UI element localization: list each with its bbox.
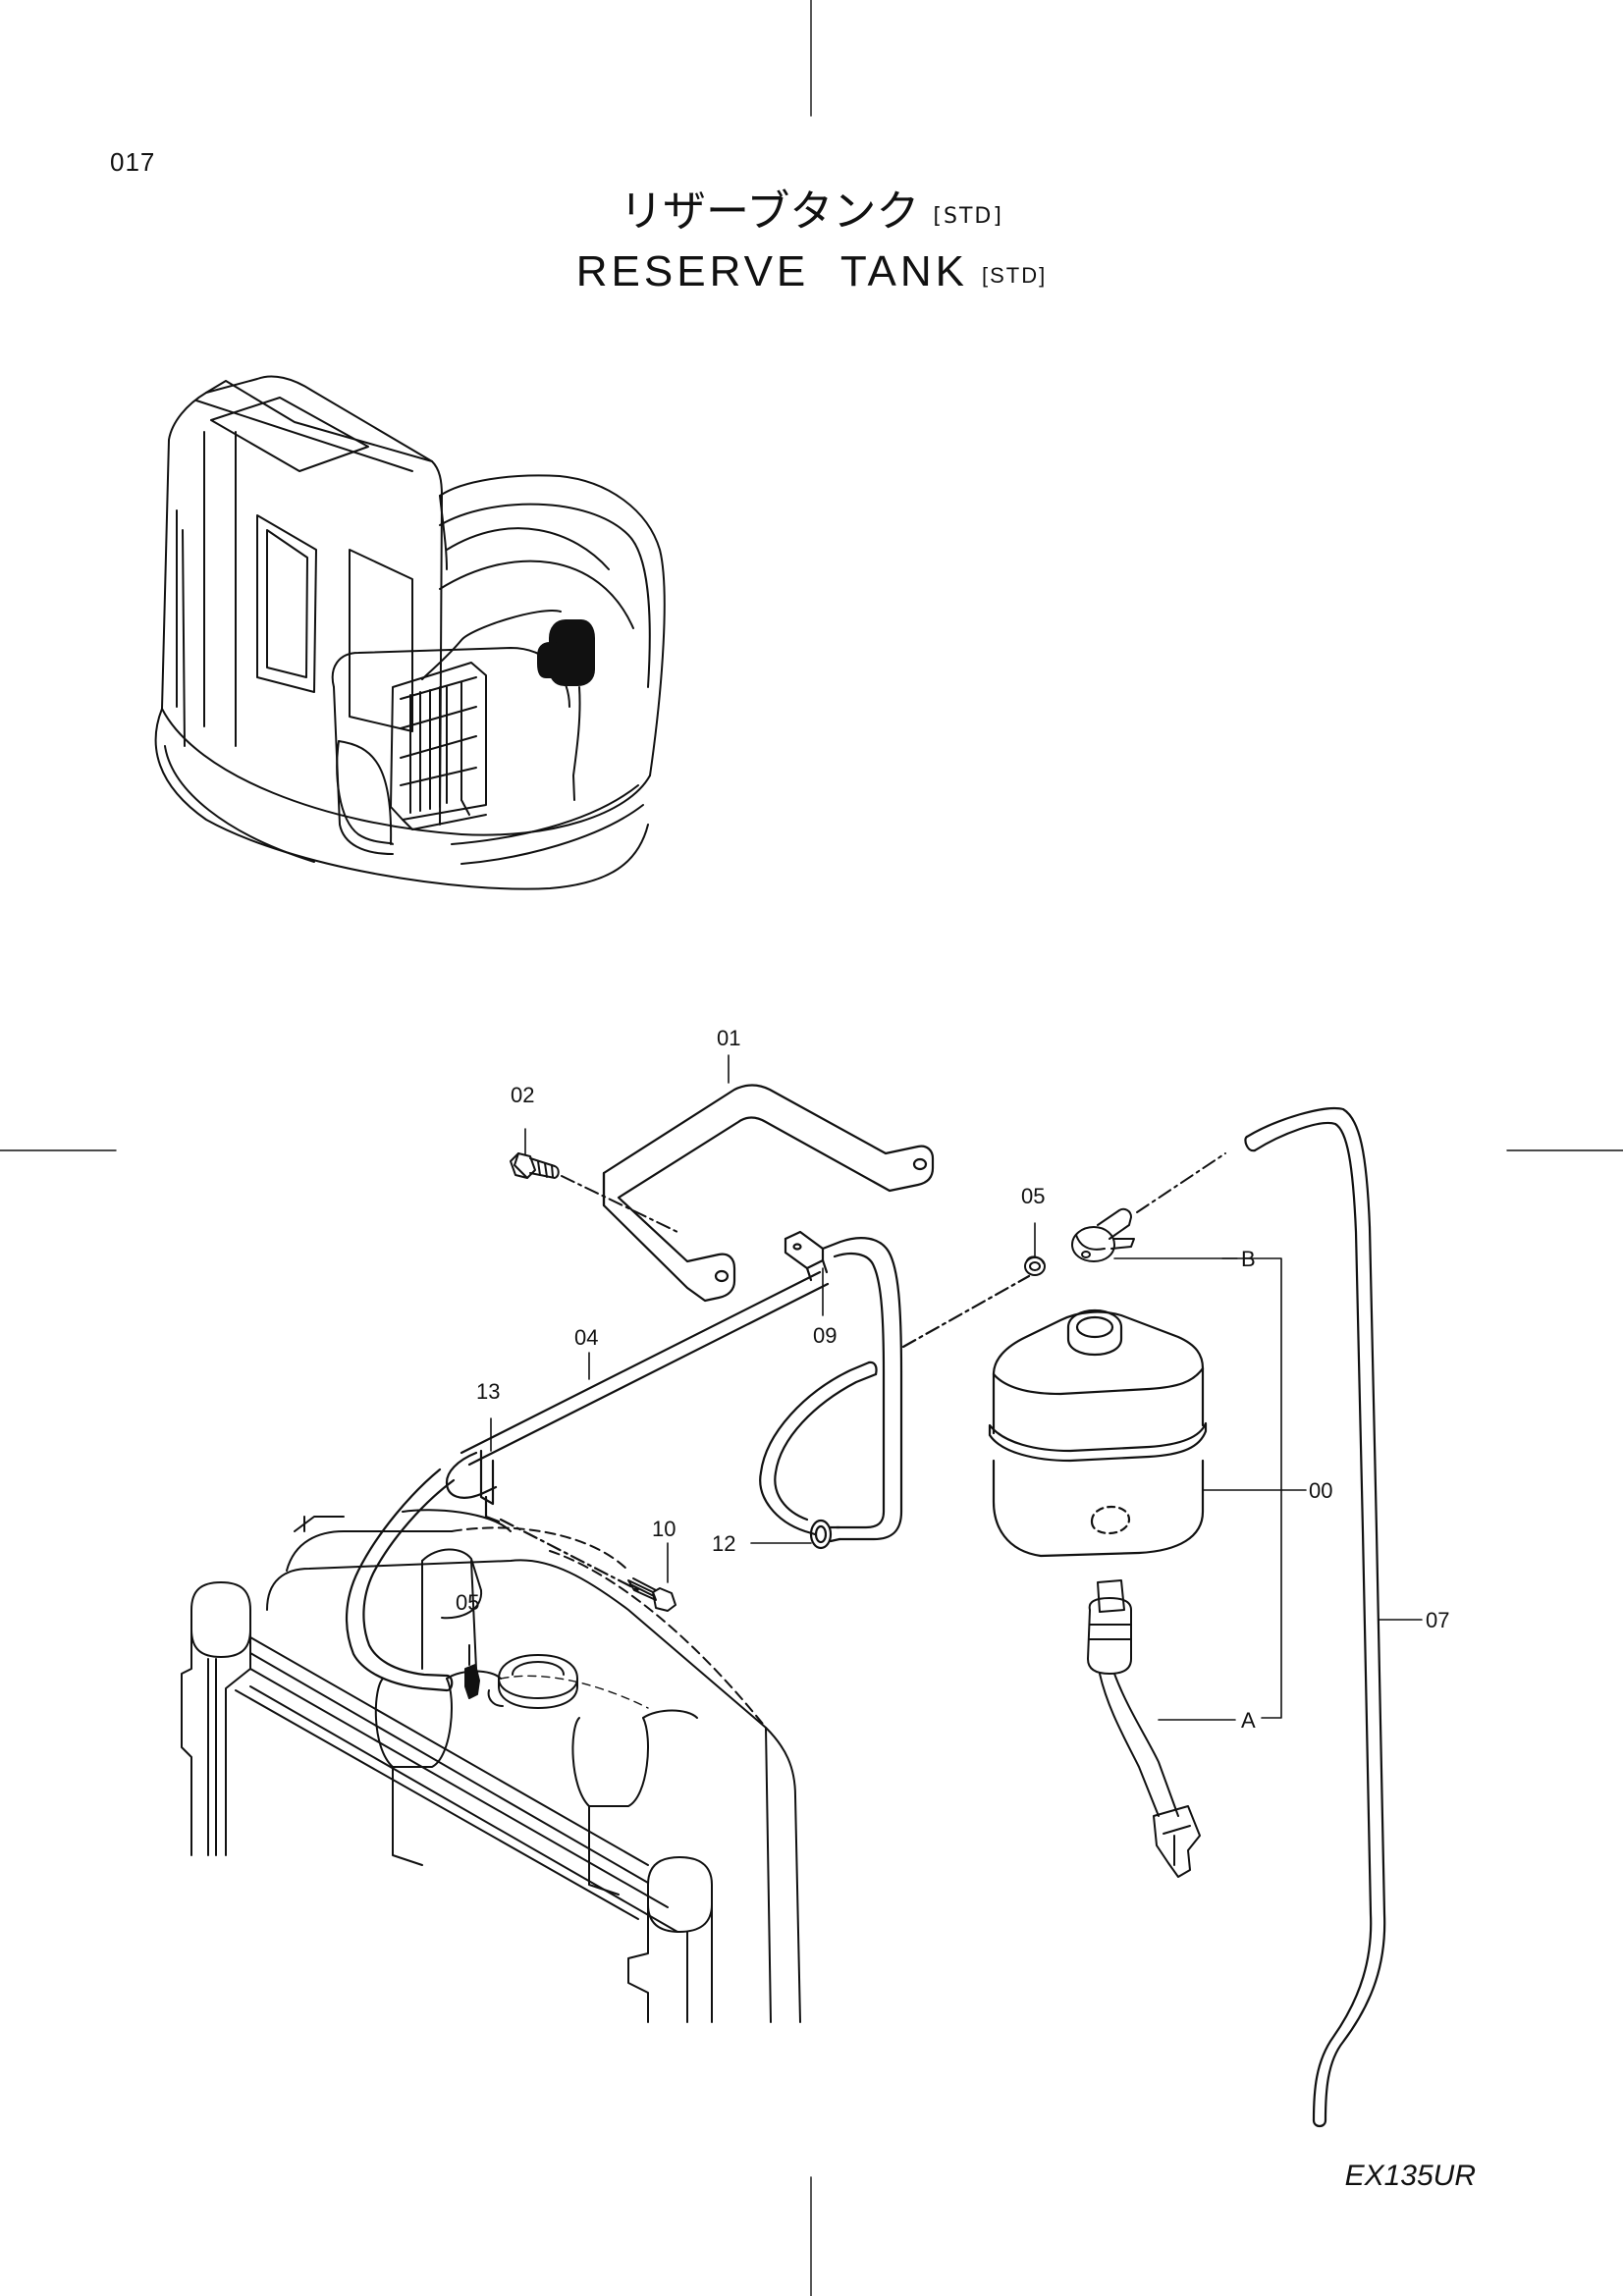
title-japanese: リザーブタンク [STD] [0, 185, 1623, 244]
page-number: 017 [110, 147, 156, 177]
callout-13: 13 [476, 1379, 500, 1404]
title-english: RESERVE TANK [STD] [0, 244, 1623, 303]
part-12-hose [759, 1274, 1031, 1550]
callout-05-lower: 05 [456, 1590, 479, 1615]
variant-tag-jp: [STD] [933, 204, 1003, 229]
callout-B: B [1241, 1247, 1256, 1271]
callout-04: 04 [574, 1325, 598, 1350]
level-sensor [1087, 1579, 1201, 1878]
variant-tag-en: [STD] [982, 263, 1048, 288]
callout-02: 02 [511, 1083, 534, 1107]
callout-09: 09 [813, 1323, 837, 1348]
title-japanese-text: リザーブタンク [620, 187, 920, 237]
model-code: EX135UR [1344, 2160, 1476, 2192]
radiator-assembly [181, 1509, 801, 2023]
part-00-reserve-tank [988, 1308, 1208, 1558]
part-07-overflow-hose [1244, 1107, 1386, 2128]
excavator-overview-illustration [154, 375, 666, 890]
part-02-bolt [510, 1152, 678, 1233]
part-10-bolt [627, 1577, 676, 1612]
callout-labels: 01 02 04 13 05 09 10 12 05 B A 00 07 [456, 1026, 1449, 1733]
callout-leaders [490, 1054, 1423, 1721]
callout-12: 12 [712, 1531, 735, 1556]
part-05-clamp-lower [464, 1644, 480, 1699]
callout-A: A [1241, 1708, 1256, 1733]
part-01-bracket [602, 1084, 935, 1303]
callout-01: 01 [717, 1026, 740, 1050]
part-13-clip [346, 1449, 640, 1692]
part-09-clamp [784, 1230, 903, 1541]
title-english-text: RESERVE TANK [575, 247, 968, 295]
callout-07: 07 [1426, 1608, 1449, 1632]
callout-00: 00 [1309, 1478, 1332, 1503]
title-block: リザーブタンク [STD] RESERVE TANK [STD] [0, 185, 1623, 303]
callout-10: 10 [652, 1517, 676, 1541]
callout-05-upper: 05 [1021, 1184, 1045, 1208]
part-04-rod [460, 1270, 830, 1467]
tank-cap [1071, 1152, 1226, 1262]
part-05-clamp-upper [1024, 1255, 1046, 1276]
